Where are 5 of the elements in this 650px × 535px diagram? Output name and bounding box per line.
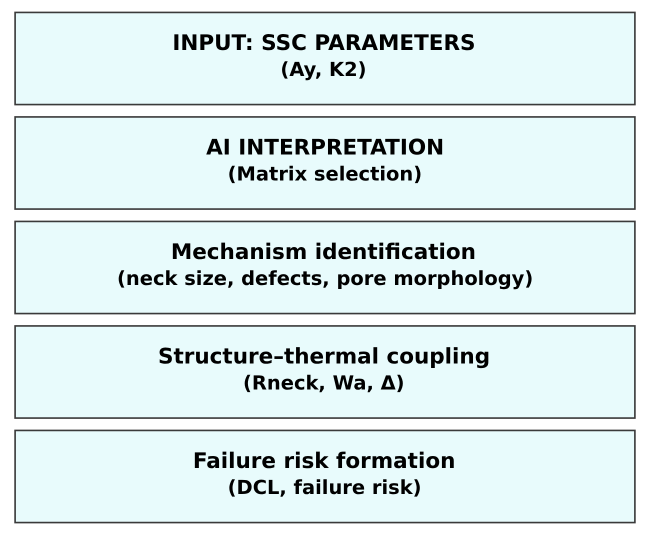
node-box: Mechanism identification (neck size, defects, pore morphology) (14, 220, 636, 314)
node-box: Structure–thermal coupling (Rneck, Wa, Δ) (14, 325, 636, 419)
node-box: AI INTERPRETATION (Matrix selection) (14, 116, 636, 210)
node-box: INPUT: SSC PARAMETERS (Ay, K2) (14, 12, 636, 106)
node-box: Failure risk formation (DCL, failure risk) (14, 430, 636, 524)
